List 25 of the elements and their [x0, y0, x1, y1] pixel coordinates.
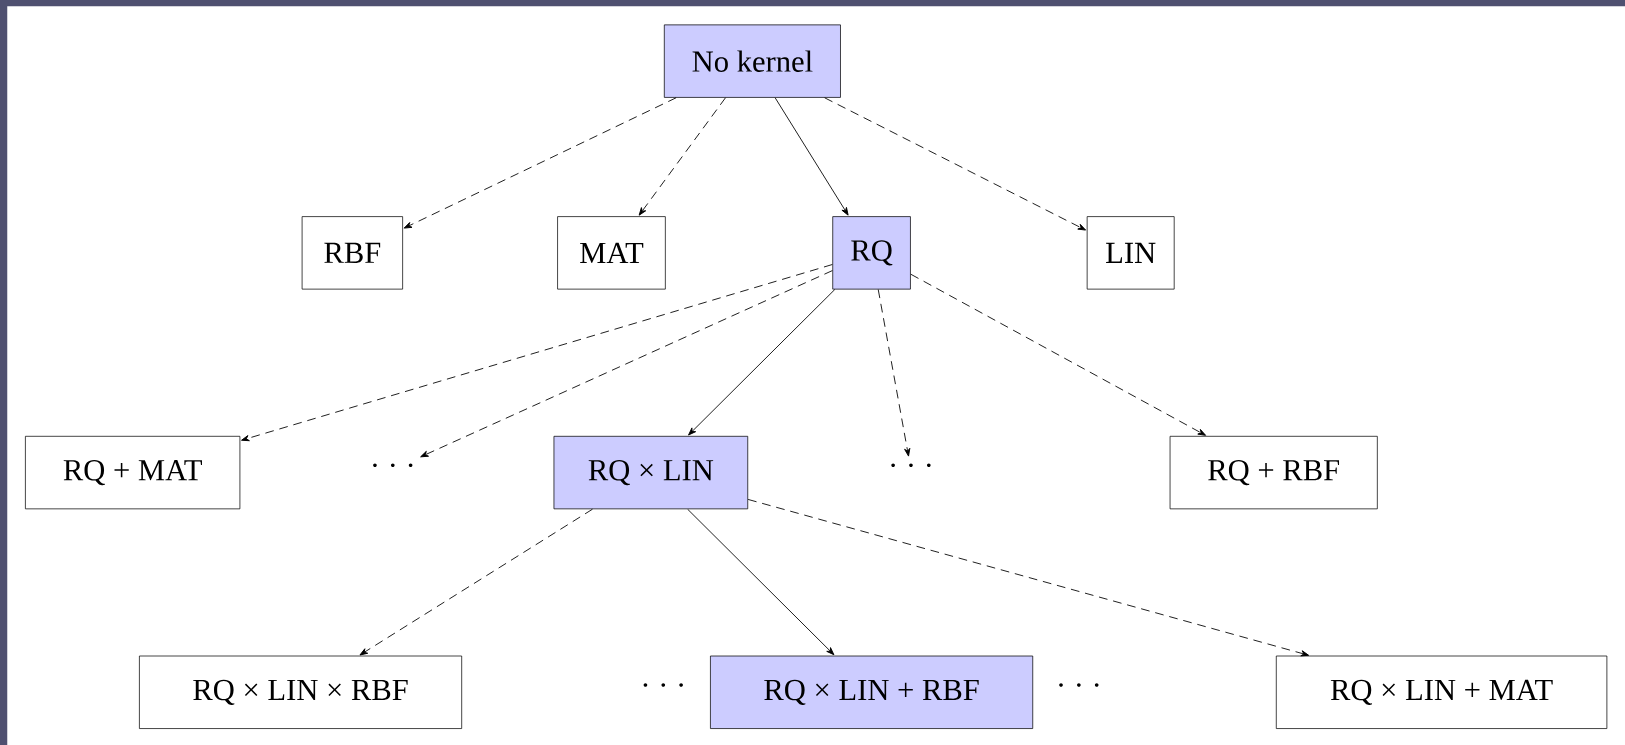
- arrow: [359, 508, 593, 656]
- kernel-box: RQ × LIN + MAT: [1275, 655, 1608, 729]
- arrow: [241, 264, 833, 442]
- kernel-box: RQ + MAT: [25, 435, 241, 510]
- ellipsis: · · ·: [891, 463, 931, 468]
- arrow: [420, 270, 833, 458]
- arrow: [687, 508, 835, 656]
- arrow: [910, 273, 1207, 436]
- highlighted-box: RQ × LIN: [553, 435, 749, 510]
- kernel-box: LIN: [1086, 216, 1175, 290]
- arrow: [403, 97, 677, 229]
- arrow: [638, 97, 726, 216]
- kernel-box: RQ × LIN × RBF: [139, 655, 463, 729]
- arrow: [824, 97, 1087, 231]
- ellipsis: · · ·: [373, 463, 413, 468]
- kernel-box: RBF: [301, 216, 403, 290]
- arrow: [774, 97, 849, 216]
- arrow: [877, 289, 911, 457]
- kernel-box: RQ + RBF: [1169, 435, 1378, 510]
- highlighted-box: RQ: [832, 216, 911, 290]
- highlighted-box: No kernel: [663, 24, 841, 98]
- arrow: [747, 498, 1310, 657]
- kernel-box: MAT: [557, 216, 666, 290]
- arrow: [688, 289, 836, 436]
- highlighted-box: RQ × LIN + RBF: [710, 655, 1034, 729]
